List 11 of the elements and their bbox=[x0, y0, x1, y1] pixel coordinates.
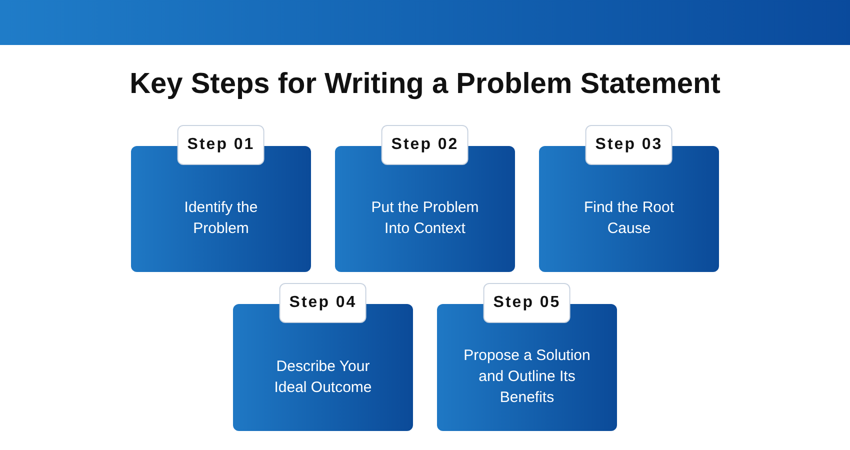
step-tab: Step 04 bbox=[279, 283, 367, 323]
step-tab: Step 02 bbox=[381, 125, 469, 165]
title: Key Steps for Writing a Problem Statement bbox=[128, 67, 722, 102]
step-description: Propose a Solution and Outline Its Benefits bbox=[463, 346, 591, 408]
step-description: Find the Root Cause bbox=[582, 198, 676, 239]
step-description: Describe Your Ideal Outcome bbox=[273, 356, 373, 398]
step-tab: Step 01 bbox=[177, 125, 265, 165]
step-description: Put the Problem Into Context bbox=[370, 198, 480, 239]
step-tab: Step 05 bbox=[483, 283, 571, 323]
step-tab: Step 03 bbox=[585, 125, 673, 165]
step-description: Identify the Problem bbox=[183, 198, 259, 239]
